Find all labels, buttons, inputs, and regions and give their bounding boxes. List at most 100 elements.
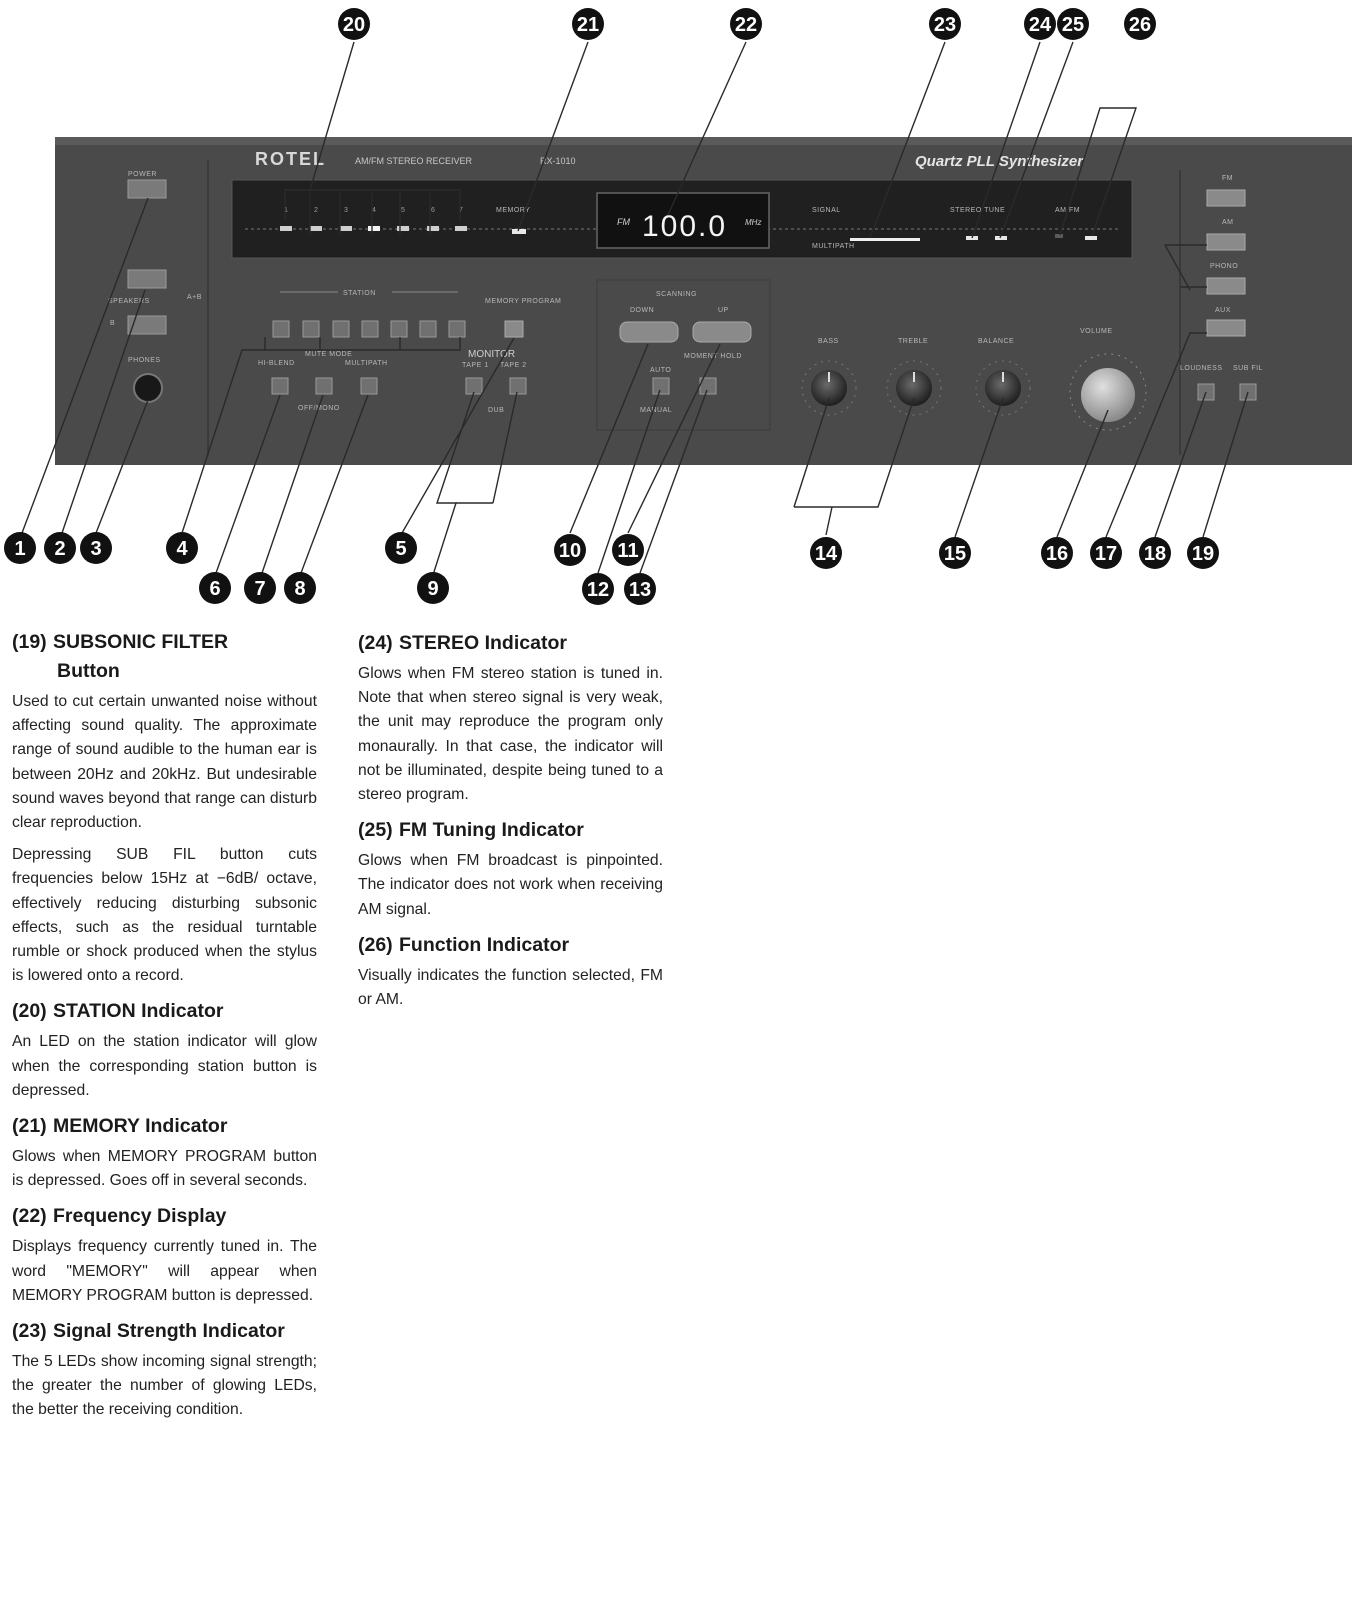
- svg-text:21: 21: [577, 14, 599, 36]
- entry-23: (23)Signal Strength Indicator The 5 LEDs…: [12, 1316, 317, 1423]
- svg-text:11: 11: [617, 540, 638, 562]
- fm-function-button[interactable]: [1206, 189, 1246, 207]
- loudness-label: LOUDNESS: [1180, 365, 1223, 372]
- station-button-5[interactable]: [390, 320, 408, 338]
- entry-20: (20)STATION Indicator An LED on the stat…: [12, 996, 317, 1103]
- entry-24-heading: (24)STEREO Indicator: [358, 628, 663, 658]
- station-button-6[interactable]: [419, 320, 437, 338]
- callout-10: 10: [554, 534, 586, 566]
- am-function-button[interactable]: [1206, 233, 1246, 251]
- callout-12: 12: [582, 573, 614, 605]
- speaker-a-button[interactable]: [127, 269, 167, 289]
- station-button-2[interactable]: [302, 320, 320, 338]
- tape1-monitor-button[interactable]: [465, 377, 483, 395]
- svg-text:5: 5: [395, 538, 406, 560]
- callout-25: 25: [1057, 8, 1089, 40]
- callout-22: 22: [730, 8, 762, 40]
- tape2-monitor-button[interactable]: [509, 377, 527, 395]
- multipath-button[interactable]: [360, 377, 378, 395]
- station-led: [397, 226, 409, 231]
- scan-down-button[interactable]: [619, 321, 679, 343]
- callout-13: 13: [624, 573, 656, 605]
- svg-text:10: 10: [559, 540, 581, 562]
- auto-manual-button[interactable]: [652, 377, 670, 395]
- entry-20-title: STATION Indicator: [53, 1000, 224, 1023]
- power-label: POWER: [128, 171, 157, 178]
- callout-5: 5: [385, 532, 417, 564]
- svg-text:20: 20: [343, 14, 365, 36]
- frequency-display: [596, 192, 770, 249]
- callout-17: 17: [1090, 537, 1122, 569]
- station-led-number: 6: [431, 207, 435, 214]
- station-led: [340, 226, 352, 231]
- svg-text:13: 13: [629, 579, 651, 601]
- memory-indicator-label: MEMORY: [496, 207, 530, 214]
- svg-text:8: 8: [294, 578, 305, 600]
- volume-knob[interactable]: [1069, 353, 1147, 431]
- phono-function-button[interactable]: [1206, 277, 1246, 295]
- callout-7: 7: [244, 572, 276, 604]
- station-button-1[interactable]: [272, 320, 290, 338]
- frequency-unit: MHz: [745, 218, 761, 227]
- auto-label: AUTO: [650, 367, 671, 374]
- station-button-7[interactable]: [448, 320, 466, 338]
- mute-mode-label: MUTE MODE: [305, 351, 352, 358]
- callout-16: 16: [1041, 537, 1073, 569]
- multipath-label: MULTIPATH: [345, 360, 388, 367]
- brand-logo: ROTEL: [255, 149, 326, 169]
- callout-badges: 1 2 3 4 5 6 7 8 9 10 11 12 13 14 15 16 1…: [4, 8, 1219, 605]
- station-led-number: 5: [401, 207, 405, 214]
- entry-25: (25)FM Tuning Indicator Glows when FM br…: [358, 815, 663, 922]
- moment-hold-label: MOMENT HOLD: [684, 353, 742, 360]
- svg-text:6: 6: [209, 578, 220, 600]
- entry-22-body: Displays frequency currently tuned in. T…: [12, 1238, 317, 1304]
- svg-text:17: 17: [1095, 543, 1117, 565]
- entry-21-title: MEMORY Indicator: [53, 1115, 228, 1138]
- treble-knob[interactable]: [886, 360, 942, 416]
- frequency-band: FM: [617, 217, 630, 227]
- speaker-b-button[interactable]: [127, 315, 167, 335]
- svg-text:25: 25: [1062, 14, 1084, 36]
- tape1-label: TAPE 1: [462, 362, 489, 369]
- scan-up-button[interactable]: [692, 321, 752, 343]
- entry-20-number: (20): [12, 1000, 47, 1023]
- station-button-3[interactable]: [332, 320, 350, 338]
- entry-19-paragraph-1: Used to cut certain unwanted noise witho…: [12, 693, 317, 832]
- phones-jack[interactable]: [133, 373, 163, 403]
- bass-knob[interactable]: [801, 360, 857, 416]
- memory-program-label: MEMORY PROGRAM: [485, 298, 561, 305]
- svg-text:22: 22: [735, 14, 757, 36]
- entry-24: (24)STEREO Indicator Glows when FM stere…: [358, 628, 663, 807]
- power-button[interactable]: [127, 179, 167, 199]
- synthesizer-label: Quartz PLL Synthesizer: [915, 153, 1084, 170]
- station-button-4[interactable]: [361, 320, 379, 338]
- callout-9: 9: [417, 572, 449, 604]
- entry-22: (22)Frequency Display Displays frequency…: [12, 1201, 317, 1308]
- callout-18: 18: [1139, 537, 1171, 569]
- station-led: [427, 226, 439, 231]
- callout-21: 21: [572, 8, 604, 40]
- mute-mode-button[interactable]: [315, 377, 333, 395]
- svg-text:14: 14: [815, 543, 838, 565]
- balance-knob[interactable]: [975, 360, 1031, 416]
- entry-23-title: Signal Strength Indicator: [53, 1320, 285, 1343]
- svg-text:7: 7: [254, 578, 265, 600]
- callout-4: 4: [166, 532, 198, 564]
- callout-11: 11: [612, 534, 644, 566]
- svg-text:15: 15: [944, 543, 966, 565]
- entry-23-number: (23): [12, 1320, 47, 1343]
- svg-text:12: 12: [587, 579, 609, 601]
- hi-blend-button[interactable]: [271, 377, 289, 395]
- dub-label: DUB: [488, 407, 504, 414]
- memory-program-button[interactable]: [504, 320, 524, 338]
- entry-19-number: (19): [12, 631, 47, 653]
- volume-label: VOLUME: [1080, 328, 1113, 335]
- station-buttons: [272, 320, 466, 338]
- signal-label: SIGNAL: [812, 207, 841, 214]
- entry-25-title: FM Tuning Indicator: [399, 819, 584, 842]
- station-indicator-leds: [280, 226, 467, 231]
- receiver-front-panel-figure: ROTEL AM/FM STEREO RECEIVER RX-1010 Quar…: [4, 8, 1352, 605]
- aux-function-button[interactable]: [1206, 319, 1246, 337]
- balance-label: BALANCE: [978, 338, 1014, 345]
- svg-text:9: 9: [427, 578, 438, 600]
